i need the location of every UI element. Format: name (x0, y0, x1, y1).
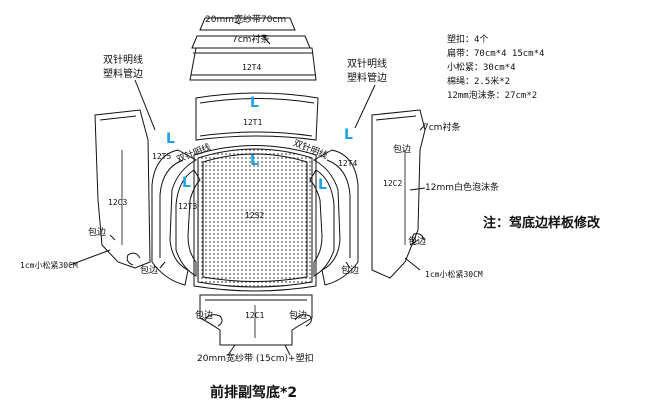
piece-label-12t1: 12T1 (243, 118, 263, 127)
top-band-label: 20mm宽纱带70cm (205, 15, 287, 25)
direction-mark-12t1: L (250, 95, 259, 111)
piece-12s2 (197, 148, 313, 288)
spec-line: 塑扣：4个 (447, 35, 489, 45)
direction-mark-right-inner: L (318, 177, 327, 193)
binding-label-right-low: 包边 (341, 266, 360, 276)
left-stitch-label: 双针明线 (103, 55, 143, 66)
piece-label-12c2: 12C2 (383, 179, 403, 188)
spec-line: 棉绳：2.5米*2 (447, 77, 511, 87)
piece-label-12t3: 12T3 (178, 202, 198, 211)
piece-label-12c1: 12C1 (245, 311, 265, 320)
piece-label-12s2: 12S2 (245, 211, 265, 220)
right-piping-label: 塑料管边 (347, 73, 387, 84)
piece-12t4-top (189, 47, 317, 81)
binding-label-right-mid: 包边 (408, 237, 427, 247)
piece-label-12c3: 12C3 (108, 198, 128, 207)
binding-label-bottom-right: 包边 (289, 311, 308, 321)
drawing-caption: 前排副驾底*2 (210, 385, 298, 401)
piece-label-12t5: 12T5 (152, 152, 172, 161)
direction-mark-left: L (166, 131, 175, 147)
right-lining-label: 7cm衬条 (423, 123, 461, 133)
left-elastic-label: 1cm小松紧30CM (20, 261, 78, 270)
piece-12t1 (195, 92, 319, 141)
left-piping-label: 塑料管边 (103, 69, 143, 80)
bottom-band-label: 20mm宽纱带 (15cm)+塑扣 (197, 354, 314, 364)
direction-mark-right: L (344, 127, 353, 143)
top-lining-label: 7cm衬条 (232, 35, 270, 45)
direction-mark-left-inner: L (182, 175, 191, 191)
spec-line: 扁带：70cm*4 15cm*4 (447, 49, 545, 59)
top-band-strip (199, 17, 296, 31)
binding-label-left-low: 包边 (140, 266, 159, 276)
binding-label-bottom-left: 包边 (195, 311, 214, 321)
spec-line: 12mm泡沫条：27cm*2 (447, 91, 538, 101)
spec-line: 小松紧：30cm*4 (447, 63, 516, 73)
piece-label-12t4-right: 12T4 (338, 159, 358, 168)
binding-label-left: 包边 (88, 228, 107, 238)
right-elastic-label: 1cm小松紧30CM (425, 270, 483, 279)
foam-strip-label: 12mm白色泡沫条 (425, 183, 499, 193)
revision-note: 注：驾底边样板修改 (483, 216, 601, 231)
material-spec-list: 塑扣：4个 扁带：70cm*4 15cm*4 小松紧：30cm*4 棉绳：2.5… (447, 33, 544, 103)
piece-12t3-left (175, 169, 201, 277)
piece-12c1 (199, 294, 313, 346)
right-stitch-label: 双针明线 (347, 59, 387, 70)
piece-label-12t4-top: 12T4 (242, 63, 262, 72)
piece-12c2 (371, 109, 426, 279)
piece-12c3 (94, 109, 151, 269)
piece-12t3-right (309, 169, 335, 277)
binding-label-right-top: 包边 (393, 145, 412, 155)
direction-mark-center: L (250, 153, 259, 169)
